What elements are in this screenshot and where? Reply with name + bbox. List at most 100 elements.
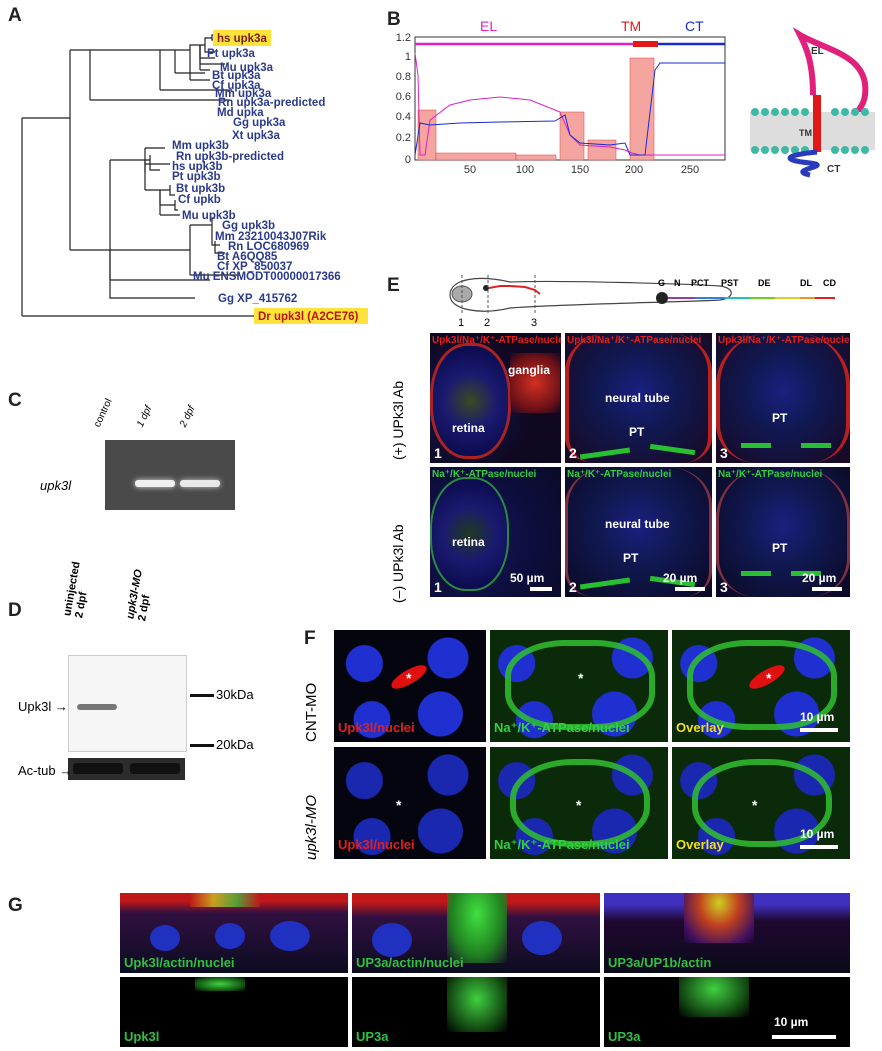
hydropathy-plot: EL TM CT 1.2 1 0.8 0.6 0.4 0.2 0 50 100 … bbox=[396, 18, 726, 175]
scale-50um: 50 µm bbox=[510, 571, 545, 585]
scalebar bbox=[530, 587, 552, 591]
svg-text:1: 1 bbox=[458, 317, 464, 329]
tree-leaf: Cf upkb bbox=[178, 194, 221, 206]
tree-leaf: Mm upk3a bbox=[215, 88, 272, 100]
marker-30-tick bbox=[190, 694, 214, 697]
tree-leaf: Dr upk3l (A2CE76) bbox=[258, 311, 359, 323]
e-top-3: Upk3l/Na⁺/K⁺-ATPase/nuclei PT 3 bbox=[716, 333, 850, 463]
tree-leaf: Mm upk3b bbox=[172, 140, 229, 152]
svg-text:G: G bbox=[658, 278, 665, 288]
svg-text:2: 2 bbox=[484, 317, 490, 329]
upk3l-band bbox=[77, 704, 117, 710]
cartoon-el: EL bbox=[811, 46, 824, 57]
g-bot-3: UP3a 10 µm bbox=[604, 977, 850, 1047]
svg-text:0: 0 bbox=[405, 154, 411, 166]
tree-leaves: hs upk3a Pt upk3a Mu upk3a Bt upk3a Cf u… bbox=[172, 33, 359, 323]
el-probability-line bbox=[414, 52, 725, 156]
y-ticks: 1.2 1 0.8 0.6 0.4 0.2 0 bbox=[396, 32, 411, 166]
g-bot-2: UP3a bbox=[352, 977, 600, 1047]
rtpcr-gel bbox=[105, 440, 235, 510]
panel-label-e: E bbox=[387, 275, 400, 296]
f-mo-upk3l: * Upk3l/nuclei bbox=[334, 747, 486, 859]
panel-label-g: G bbox=[8, 895, 23, 916]
tree-leaf: Mu upk3a bbox=[220, 62, 274, 74]
f-cnt-atpase: * Na⁺/K⁺-ATPase/nuclei bbox=[490, 630, 668, 742]
tree-leaf: Bt upk3b bbox=[176, 183, 225, 195]
tree-leaf: Pt upk3a bbox=[207, 48, 256, 60]
svg-text:250: 250 bbox=[681, 164, 699, 175]
panel-label-a: A bbox=[8, 5, 22, 26]
gel-lane-2dpf: 2 dpf bbox=[178, 404, 198, 429]
tree-leaf: Bt A6QQ85 bbox=[217, 251, 278, 263]
band-1dpf bbox=[135, 480, 175, 487]
f-cnt-upk3l: * Upk3l/nuclei bbox=[334, 630, 486, 742]
g-top-1: Upk3l/actin/nuclei bbox=[120, 893, 348, 973]
label-ganglia: ganglia bbox=[508, 363, 551, 377]
panel-label-d: D bbox=[8, 600, 22, 621]
tree-leaf: Gg XP_415762 bbox=[218, 293, 297, 305]
svg-text:CD: CD bbox=[823, 278, 836, 288]
svg-text:0.8: 0.8 bbox=[396, 71, 411, 83]
tree-branches bbox=[21, 34, 258, 317]
svg-text:0.6: 0.6 bbox=[396, 91, 411, 103]
tree-leaf: hs upk3b bbox=[172, 161, 222, 173]
region-ct: CT bbox=[685, 18, 704, 34]
actub-blot bbox=[68, 758, 185, 780]
svg-text:PCT: PCT bbox=[691, 278, 710, 288]
g-top-3: UP3a/UP1b/actin bbox=[604, 893, 850, 973]
region-labels: EL TM CT bbox=[480, 18, 704, 34]
f-row-cnt: CNT-MO bbox=[303, 682, 320, 742]
svg-text:150: 150 bbox=[571, 164, 589, 175]
nephron-segment-legend: G N PCT PST DE DL CD bbox=[656, 278, 836, 304]
label-pt: PT bbox=[629, 425, 645, 439]
g-bot-1: Upk3l bbox=[120, 977, 348, 1047]
tree-leaf: Md upka bbox=[217, 107, 264, 119]
tree-leaf: Gg upk3b bbox=[222, 220, 275, 232]
f-cnt-overlay: * Overlay 10 µm bbox=[672, 630, 850, 742]
f-row-mo: upk3l-MO bbox=[303, 794, 320, 860]
tree-leaf: Xt upk3a bbox=[232, 130, 281, 142]
panel-label-c: C bbox=[8, 390, 22, 411]
panel-label-b: B bbox=[387, 9, 401, 30]
svg-text:3: 3 bbox=[531, 317, 537, 329]
tree-leaf: Mu upk3b bbox=[182, 210, 236, 222]
tree-leaf: Bt upk3a bbox=[212, 70, 261, 82]
marker-30: 30kDa bbox=[216, 687, 254, 702]
tree-leaf: Pt upk3b bbox=[172, 171, 221, 183]
western-blot bbox=[68, 655, 187, 752]
tm-segment bbox=[813, 95, 821, 152]
f-mo-overlay: * Overlay 10 µm bbox=[672, 747, 850, 859]
e-row-plus: (+) UPk3l Ab bbox=[390, 381, 406, 460]
svg-text:1.2: 1.2 bbox=[396, 32, 411, 44]
tree-leaf: Cf XP_850037 bbox=[217, 261, 292, 273]
highlight-hs-upk3a bbox=[213, 30, 271, 46]
cartoon-ct: CT bbox=[827, 164, 840, 175]
x-ticks: 50 100 150 200 250 bbox=[464, 164, 699, 175]
actub-label: Ac-tub → bbox=[18, 763, 73, 778]
tree-leaf: Cf upk3a bbox=[212, 80, 261, 92]
svg-text:50: 50 bbox=[464, 164, 476, 175]
tree-leaf: Rn upk3b-predicted bbox=[176, 151, 284, 163]
svg-text:PST: PST bbox=[721, 278, 739, 288]
svg-text:N: N bbox=[674, 278, 681, 288]
svg-text:1: 1 bbox=[405, 51, 411, 63]
tree-leaf: Mm 23210043J07Rik bbox=[215, 231, 327, 243]
e-row-minus: (–) UPk3l Ab bbox=[390, 524, 406, 603]
e-bot-2: Na⁺/K⁺-ATPase/nuclei neural tube PT 2 20… bbox=[565, 467, 712, 597]
region-tm: TM bbox=[621, 18, 641, 34]
membrane-topology-cartoon: EL TM CT bbox=[750, 27, 875, 178]
label-neural-tube: neural tube bbox=[605, 391, 670, 405]
upk3l-label: Upk3l → bbox=[18, 699, 68, 714]
svg-text:100: 100 bbox=[516, 164, 534, 175]
e-top-1: Upk3l/Na⁺/K⁺-ATPase/nuclei ganglia retin… bbox=[430, 333, 561, 463]
marker-20: 20kDa bbox=[216, 737, 254, 752]
svg-text:0.4: 0.4 bbox=[396, 111, 411, 123]
e-bot-1: Na⁺/K⁺-ATPase/nuclei retina 1 50 µm bbox=[430, 467, 561, 597]
marker-20-tick bbox=[190, 744, 214, 747]
gel-row-label: upk3l bbox=[40, 478, 72, 493]
lipid-bilayer bbox=[750, 108, 875, 154]
gel-lane-control: control bbox=[92, 397, 115, 429]
svg-text:DL: DL bbox=[800, 278, 812, 288]
